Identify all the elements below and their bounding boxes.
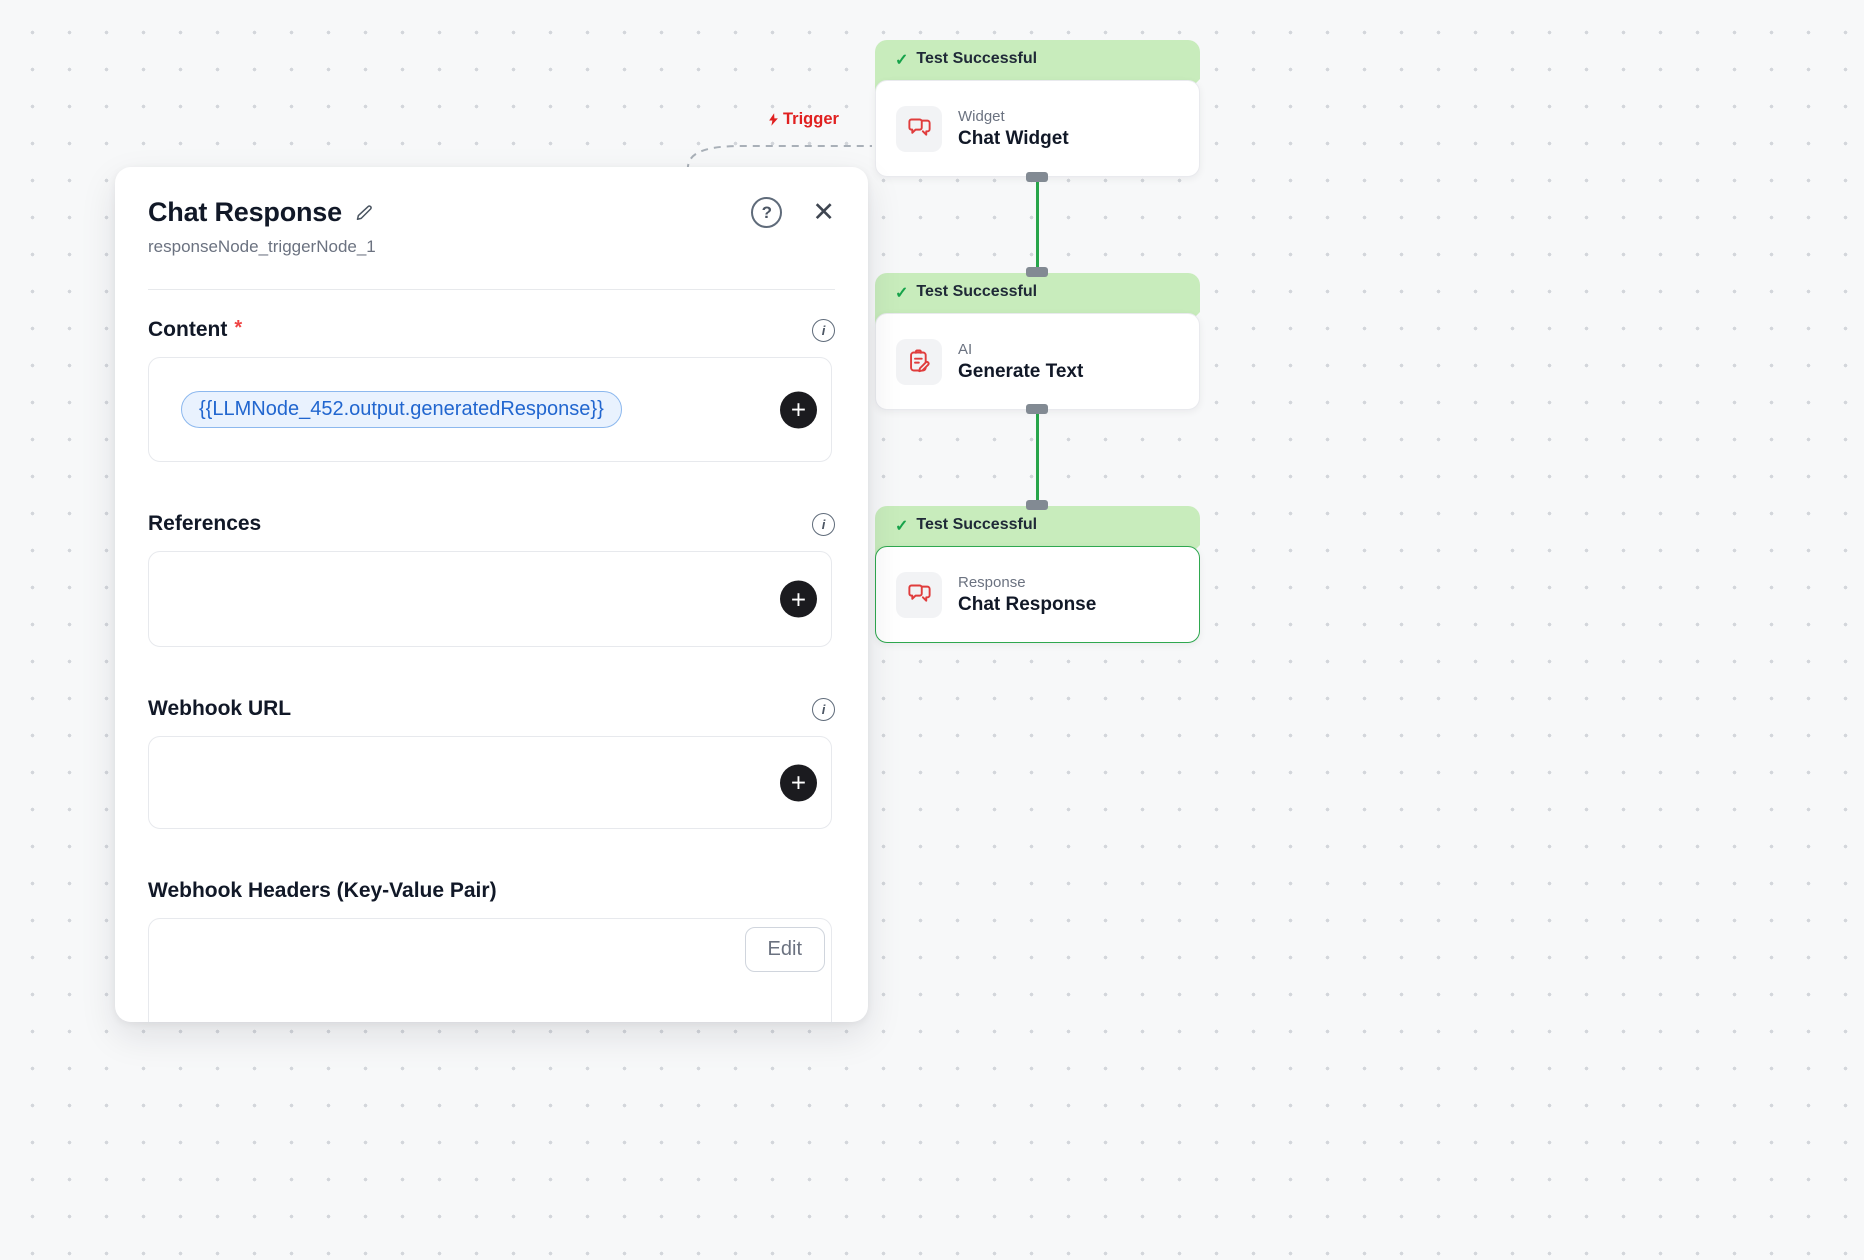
trigger-label-text: Trigger bbox=[783, 110, 839, 128]
content-field[interactable]: {{LLMNode_452.output.generatedResponse}}… bbox=[148, 357, 832, 462]
check-icon: ✓ bbox=[895, 518, 909, 535]
node-category: Response bbox=[958, 573, 1026, 591]
chat-widget-icon bbox=[896, 105, 942, 152]
required-mark: * bbox=[234, 316, 243, 339]
close-icon[interactable]: ✕ bbox=[812, 197, 835, 227]
connector-line bbox=[1036, 410, 1039, 506]
edit-title-icon[interactable] bbox=[354, 203, 375, 224]
info-icon[interactable]: i bbox=[812, 697, 835, 721]
connector-line bbox=[1036, 177, 1039, 273]
config-panel: Chat Response ? ✕ responseNode_triggerNo… bbox=[115, 167, 868, 1022]
node-chat-widget[interactable]: ✓ Test Successful Widget Chat Widget bbox=[875, 40, 1200, 177]
section-label: Content bbox=[148, 318, 228, 341]
info-icon[interactable]: i bbox=[812, 512, 835, 536]
trigger-label: Trigger bbox=[766, 110, 839, 129]
section-label: References bbox=[148, 512, 262, 535]
webhook-url-field[interactable]: + bbox=[148, 736, 832, 829]
info-icon[interactable]: i bbox=[812, 318, 835, 342]
connector-handle[interactable] bbox=[1026, 172, 1048, 182]
chat-response-icon bbox=[896, 571, 942, 618]
divider bbox=[148, 289, 835, 290]
node-title: Chat Widget bbox=[958, 127, 1069, 149]
node-category: Widget bbox=[958, 107, 1005, 125]
section-content: Content * i {{LLMNode_452.output.generat… bbox=[148, 316, 835, 462]
edit-headers-button[interactable]: Edit bbox=[744, 927, 825, 972]
node-generate-text[interactable]: ✓ Test Successful AI Generate Text bbox=[875, 273, 1200, 410]
variable-token[interactable]: {{LLMNode_452.output.generatedResponse}} bbox=[181, 391, 622, 428]
node-title: Chat Response bbox=[958, 593, 1097, 615]
references-field[interactable]: + bbox=[148, 551, 832, 647]
section-references: References i + bbox=[148, 512, 835, 647]
node-category: AI bbox=[958, 340, 973, 358]
connector-handle[interactable] bbox=[1026, 500, 1048, 510]
status-text: Test Successful bbox=[916, 50, 1038, 67]
status-text: Test Successful bbox=[916, 283, 1038, 300]
status-text: Test Successful bbox=[916, 516, 1038, 533]
lightning-icon bbox=[769, 113, 778, 126]
section-label: Webhook Headers (Key-Value Pair) bbox=[148, 879, 497, 902]
add-variable-button[interactable]: + bbox=[780, 391, 817, 428]
node-id: responseNode_triggerNode_1 bbox=[148, 237, 376, 256]
generate-text-icon bbox=[896, 338, 942, 385]
connector-handle[interactable] bbox=[1026, 404, 1048, 414]
section-label: Webhook URL bbox=[148, 697, 292, 720]
help-icon[interactable]: ? bbox=[751, 197, 783, 228]
section-webhook-url: Webhook URL i + bbox=[148, 697, 835, 829]
node-title: Generate Text bbox=[958, 360, 1084, 382]
check-icon: ✓ bbox=[895, 52, 909, 69]
panel-title: Chat Response bbox=[148, 197, 342, 227]
connector-handle[interactable] bbox=[1026, 267, 1048, 277]
add-variable-button[interactable]: + bbox=[780, 764, 817, 801]
section-webhook-headers: Webhook Headers (Key-Value Pair) Edit bbox=[148, 879, 835, 1022]
add-variable-button[interactable]: + bbox=[780, 580, 817, 618]
check-icon: ✓ bbox=[895, 285, 909, 302]
node-chat-response[interactable]: ✓ Test Successful Response Chat Response bbox=[875, 506, 1200, 643]
webhook-headers-field[interactable]: Edit bbox=[148, 918, 832, 1022]
